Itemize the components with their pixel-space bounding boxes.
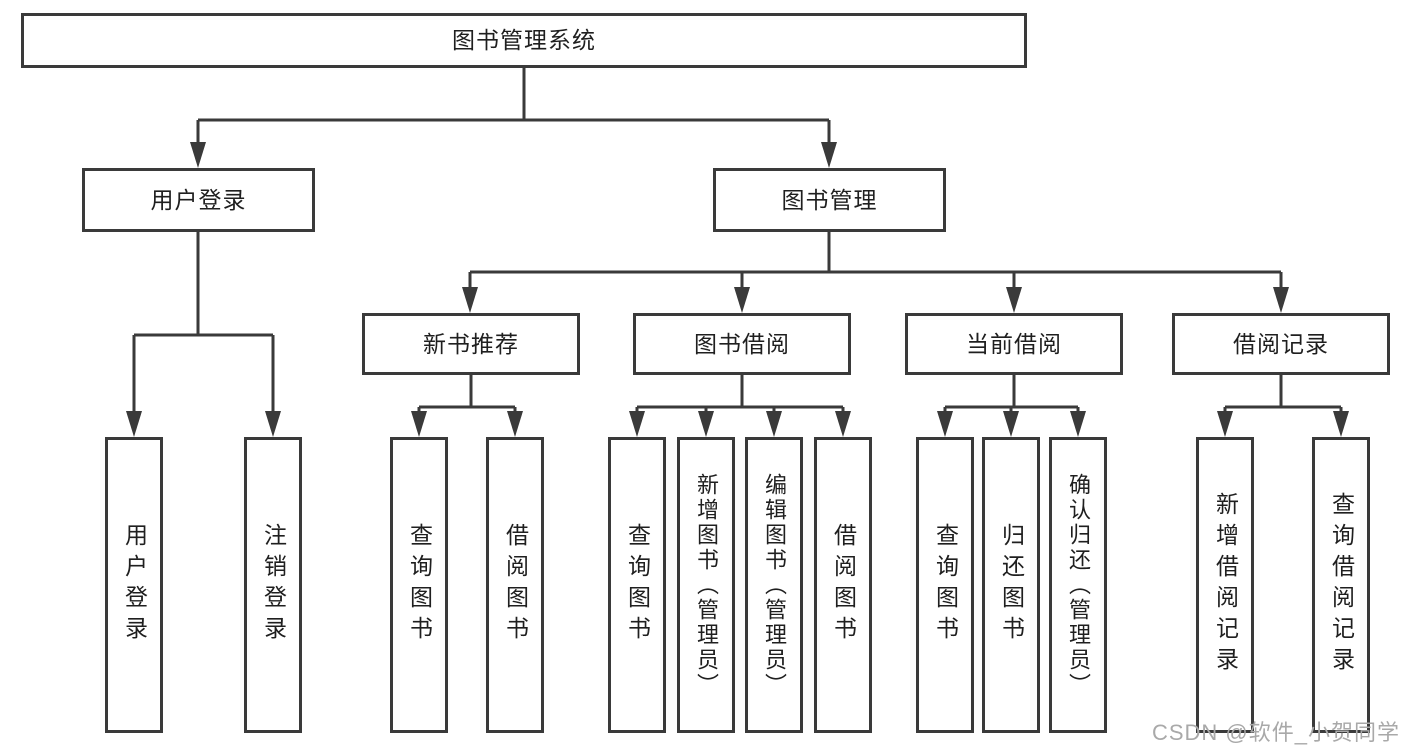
node-book-borrowing: 图书借阅	[633, 313, 851, 375]
arrowhead-icon	[190, 142, 206, 168]
node-edit-books-admin: 编辑图书（管理员）	[745, 437, 803, 733]
arrowhead-icon	[835, 411, 851, 437]
node-search-books-current: 查询图书	[916, 437, 974, 733]
arrowhead-icon	[126, 411, 142, 437]
node-search-books-recommend: 查询图书	[390, 437, 448, 733]
connector-borrowing-records-group	[1223, 375, 1343, 412]
connector-root-to-level2	[196, 68, 831, 143]
arrowhead-icon	[411, 411, 427, 437]
node-add-books-admin: 新增图书（管理员）	[677, 437, 735, 733]
connector-book-management-to-level3	[468, 232, 1283, 288]
arrowhead-icon	[1006, 287, 1022, 313]
node-new-book-recommendation: 新书推荐	[362, 313, 580, 375]
arrowhead-icon	[1333, 411, 1349, 437]
arrowhead-icon	[698, 411, 714, 437]
node-user-login: 用户登录	[82, 168, 315, 232]
node-search-borrow-record: 查询借阅记录	[1312, 437, 1370, 733]
node-search-books-borrowing: 查询图书	[608, 437, 666, 733]
node-borrow-books-leaf: 借阅图书	[814, 437, 872, 733]
arrowhead-icon	[1217, 411, 1233, 437]
node-user-login-leaf: 用户登录	[105, 437, 163, 733]
arrowhead-icon	[265, 411, 281, 437]
node-confirm-return-admin: 确认归还（管理员）	[1049, 437, 1107, 733]
arrowhead-icon	[507, 411, 523, 437]
arrowhead-icon	[629, 411, 645, 437]
arrowhead-icon	[1273, 287, 1289, 313]
arrowhead-icon	[462, 287, 478, 313]
arrowhead-icon	[1070, 411, 1086, 437]
connector-book-borrowing-group	[635, 375, 845, 412]
arrowhead-icon	[734, 287, 750, 313]
arrowhead-icon	[1003, 411, 1019, 437]
node-borrow-books-recommend: 借阅图书	[486, 437, 544, 733]
csdn-watermark: CSDN @软件_小贺同学	[1151, 720, 1400, 745]
connector-user-login-group	[132, 232, 275, 412]
node-add-borrow-record: 新增借阅记录	[1196, 437, 1254, 733]
arrowhead-icon	[766, 411, 782, 437]
node-book-management: 图书管理	[713, 168, 946, 232]
connector-new-book-group	[417, 375, 517, 412]
node-library-management-system: 图书管理系统	[21, 13, 1027, 68]
node-return-books: 归还图书	[982, 437, 1040, 733]
arrowhead-icon	[937, 411, 953, 437]
arrowhead-icon	[821, 142, 837, 168]
connector-current-borrowing-group	[943, 375, 1080, 412]
node-borrowing-records: 借阅记录	[1172, 313, 1390, 375]
node-current-borrowing: 当前借阅	[905, 313, 1123, 375]
node-logout-leaf: 注销登录	[244, 437, 302, 733]
